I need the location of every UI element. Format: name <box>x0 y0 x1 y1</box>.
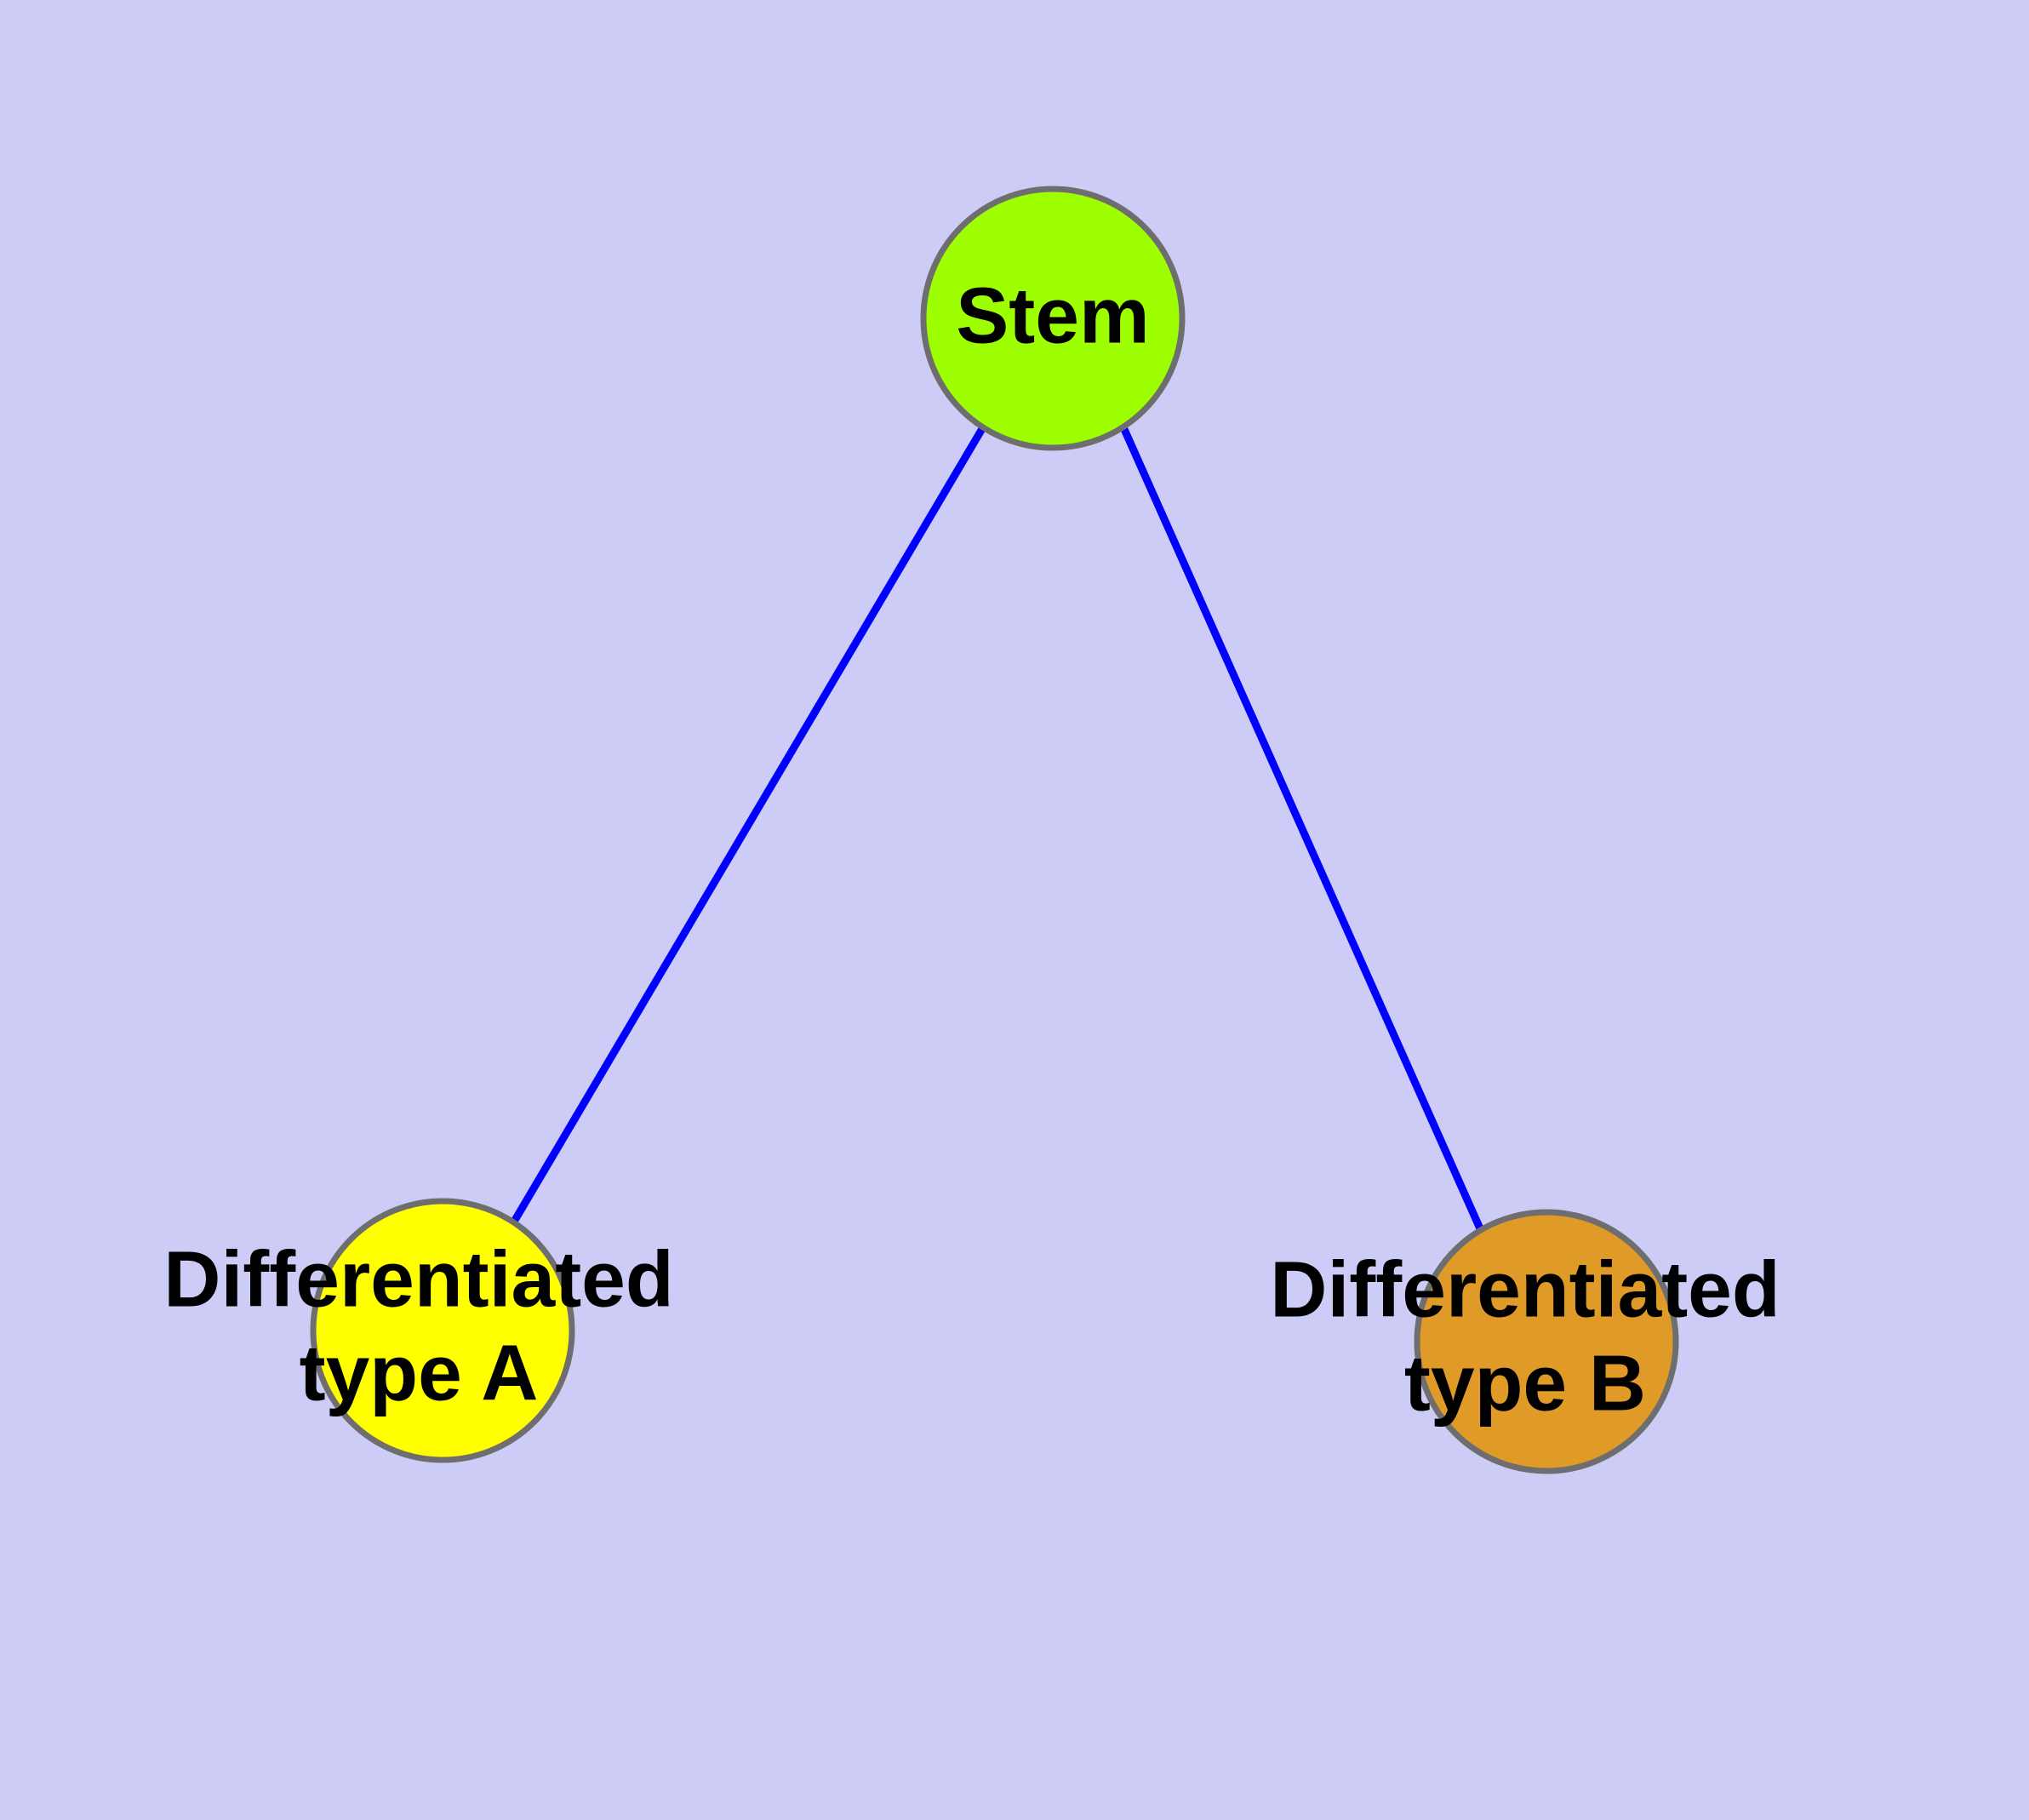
node-label-type-a-line2: type A <box>300 1329 539 1417</box>
node-label-type-a-line1: Differentiated <box>163 1235 673 1324</box>
node-label-stem: Stem <box>956 272 1149 360</box>
edge-stem-to-type-b[interactable] <box>1119 426 1487 1236</box>
edge-group <box>511 425 1487 1236</box>
node-label-type-b-line2: type B <box>1404 1339 1646 1428</box>
node-stem[interactable]: Stem <box>920 186 1186 451</box>
node-differentiated-type-b[interactable]: Differentiated type B <box>1270 1209 1780 1474</box>
node-circle-type-b[interactable] <box>1414 1209 1679 1474</box>
edge-stem-to-type-a[interactable] <box>511 425 986 1224</box>
node-circle-stem[interactable] <box>920 186 1186 451</box>
node-circle-type-a[interactable] <box>310 1198 575 1463</box>
node-label-type-b-line1: Differentiated <box>1270 1245 1780 1334</box>
node-differentiated-type-a[interactable]: Differentiated type A <box>163 1198 674 1463</box>
